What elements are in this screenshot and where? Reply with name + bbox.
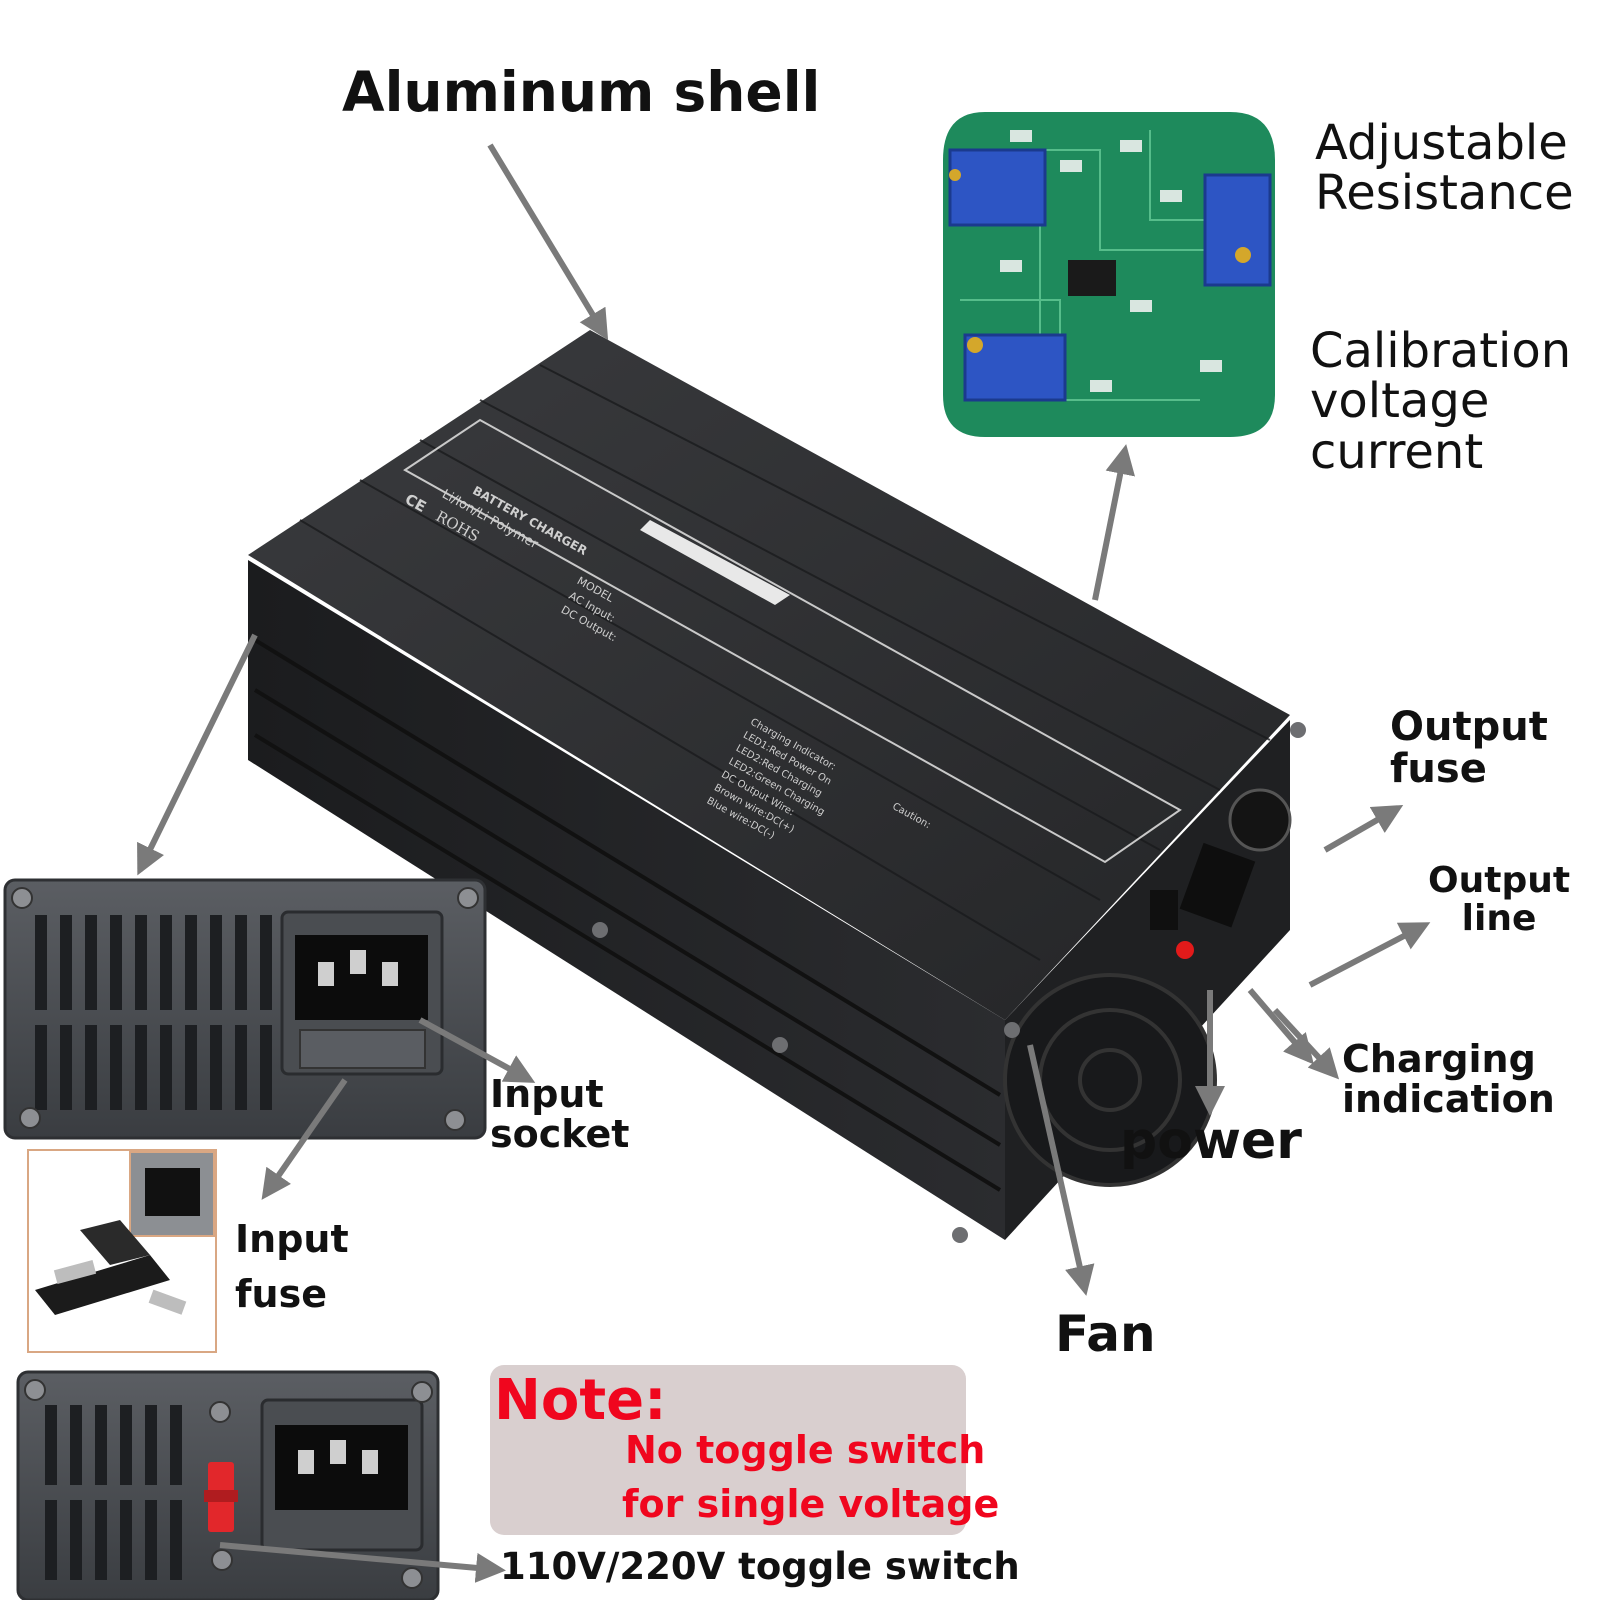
- arrow-charging-indication: [1247, 988, 1314, 1065]
- label-line: Calibration: [1310, 323, 1572, 379]
- label-output-fuse: Output fuse: [1390, 706, 1548, 790]
- arrow-output-fuse: [1323, 805, 1404, 853]
- arrow-charging-indication-2: [1272, 1007, 1340, 1080]
- label-line: Input: [235, 1217, 349, 1261]
- label-line: Input: [490, 1072, 604, 1116]
- label-input-socket: Input socket: [490, 1072, 630, 1156]
- rear-panel-bottom: [16, 1370, 440, 1600]
- note-line-2: for single voltage: [622, 1482, 1000, 1526]
- note-box: [490, 1365, 966, 1535]
- arrow-aluminum-shell: [487, 143, 609, 341]
- pcb-photo: [943, 112, 1275, 437]
- label-line: Output: [1428, 860, 1571, 901]
- note-line-1: No toggle switch: [625, 1428, 986, 1472]
- label-line: Adjustable: [1315, 115, 1568, 171]
- input-fuse-photo: [27, 1149, 217, 1353]
- label-toggle-switch: 110V/220V toggle switch: [500, 1545, 1020, 1588]
- label-line: current: [1310, 423, 1484, 480]
- arrow-adjustable-resistance: [1092, 444, 1136, 601]
- arrow-input-fuse: [261, 1078, 348, 1200]
- label-output-line: Output line: [1428, 862, 1570, 938]
- label-adjustable-resistance: Adjustable Resistance: [1315, 118, 1574, 219]
- label-line: voltage: [1310, 373, 1490, 430]
- label-line: Resistance: [1315, 165, 1574, 222]
- label-line: Charging: [1342, 1037, 1536, 1081]
- charger-body: [248, 330, 1306, 1243]
- arrow-rear-panel: [137, 633, 258, 876]
- label-line: socket: [490, 1111, 630, 1156]
- arrow-toggle-switch: [219, 1542, 506, 1583]
- label-line: line: [1461, 897, 1537, 939]
- callout-arrows: [137, 143, 1431, 1583]
- arrow-output-line: [1308, 922, 1431, 988]
- arrow-input-socket: [418, 1017, 536, 1083]
- label-line: fuse: [1390, 746, 1487, 792]
- arrow-fan: [1027, 1044, 1095, 1296]
- label-calibration: Calibration voltage current: [1310, 323, 1572, 480]
- label-power: power: [1120, 1111, 1302, 1171]
- rear-panel-top: [3, 878, 487, 1140]
- label-fan: Fan: [1055, 1305, 1156, 1363]
- label-line: Output: [1390, 704, 1548, 750]
- label-input-fuse: Input fuse: [235, 1212, 349, 1322]
- label-charging-indication: Charging indication: [1342, 1037, 1555, 1121]
- label-aluminum-shell: Aluminum shell: [342, 60, 821, 124]
- label-line: fuse: [235, 1272, 327, 1317]
- note-title: Note:: [494, 1368, 667, 1433]
- label-line: indication: [1342, 1076, 1555, 1121]
